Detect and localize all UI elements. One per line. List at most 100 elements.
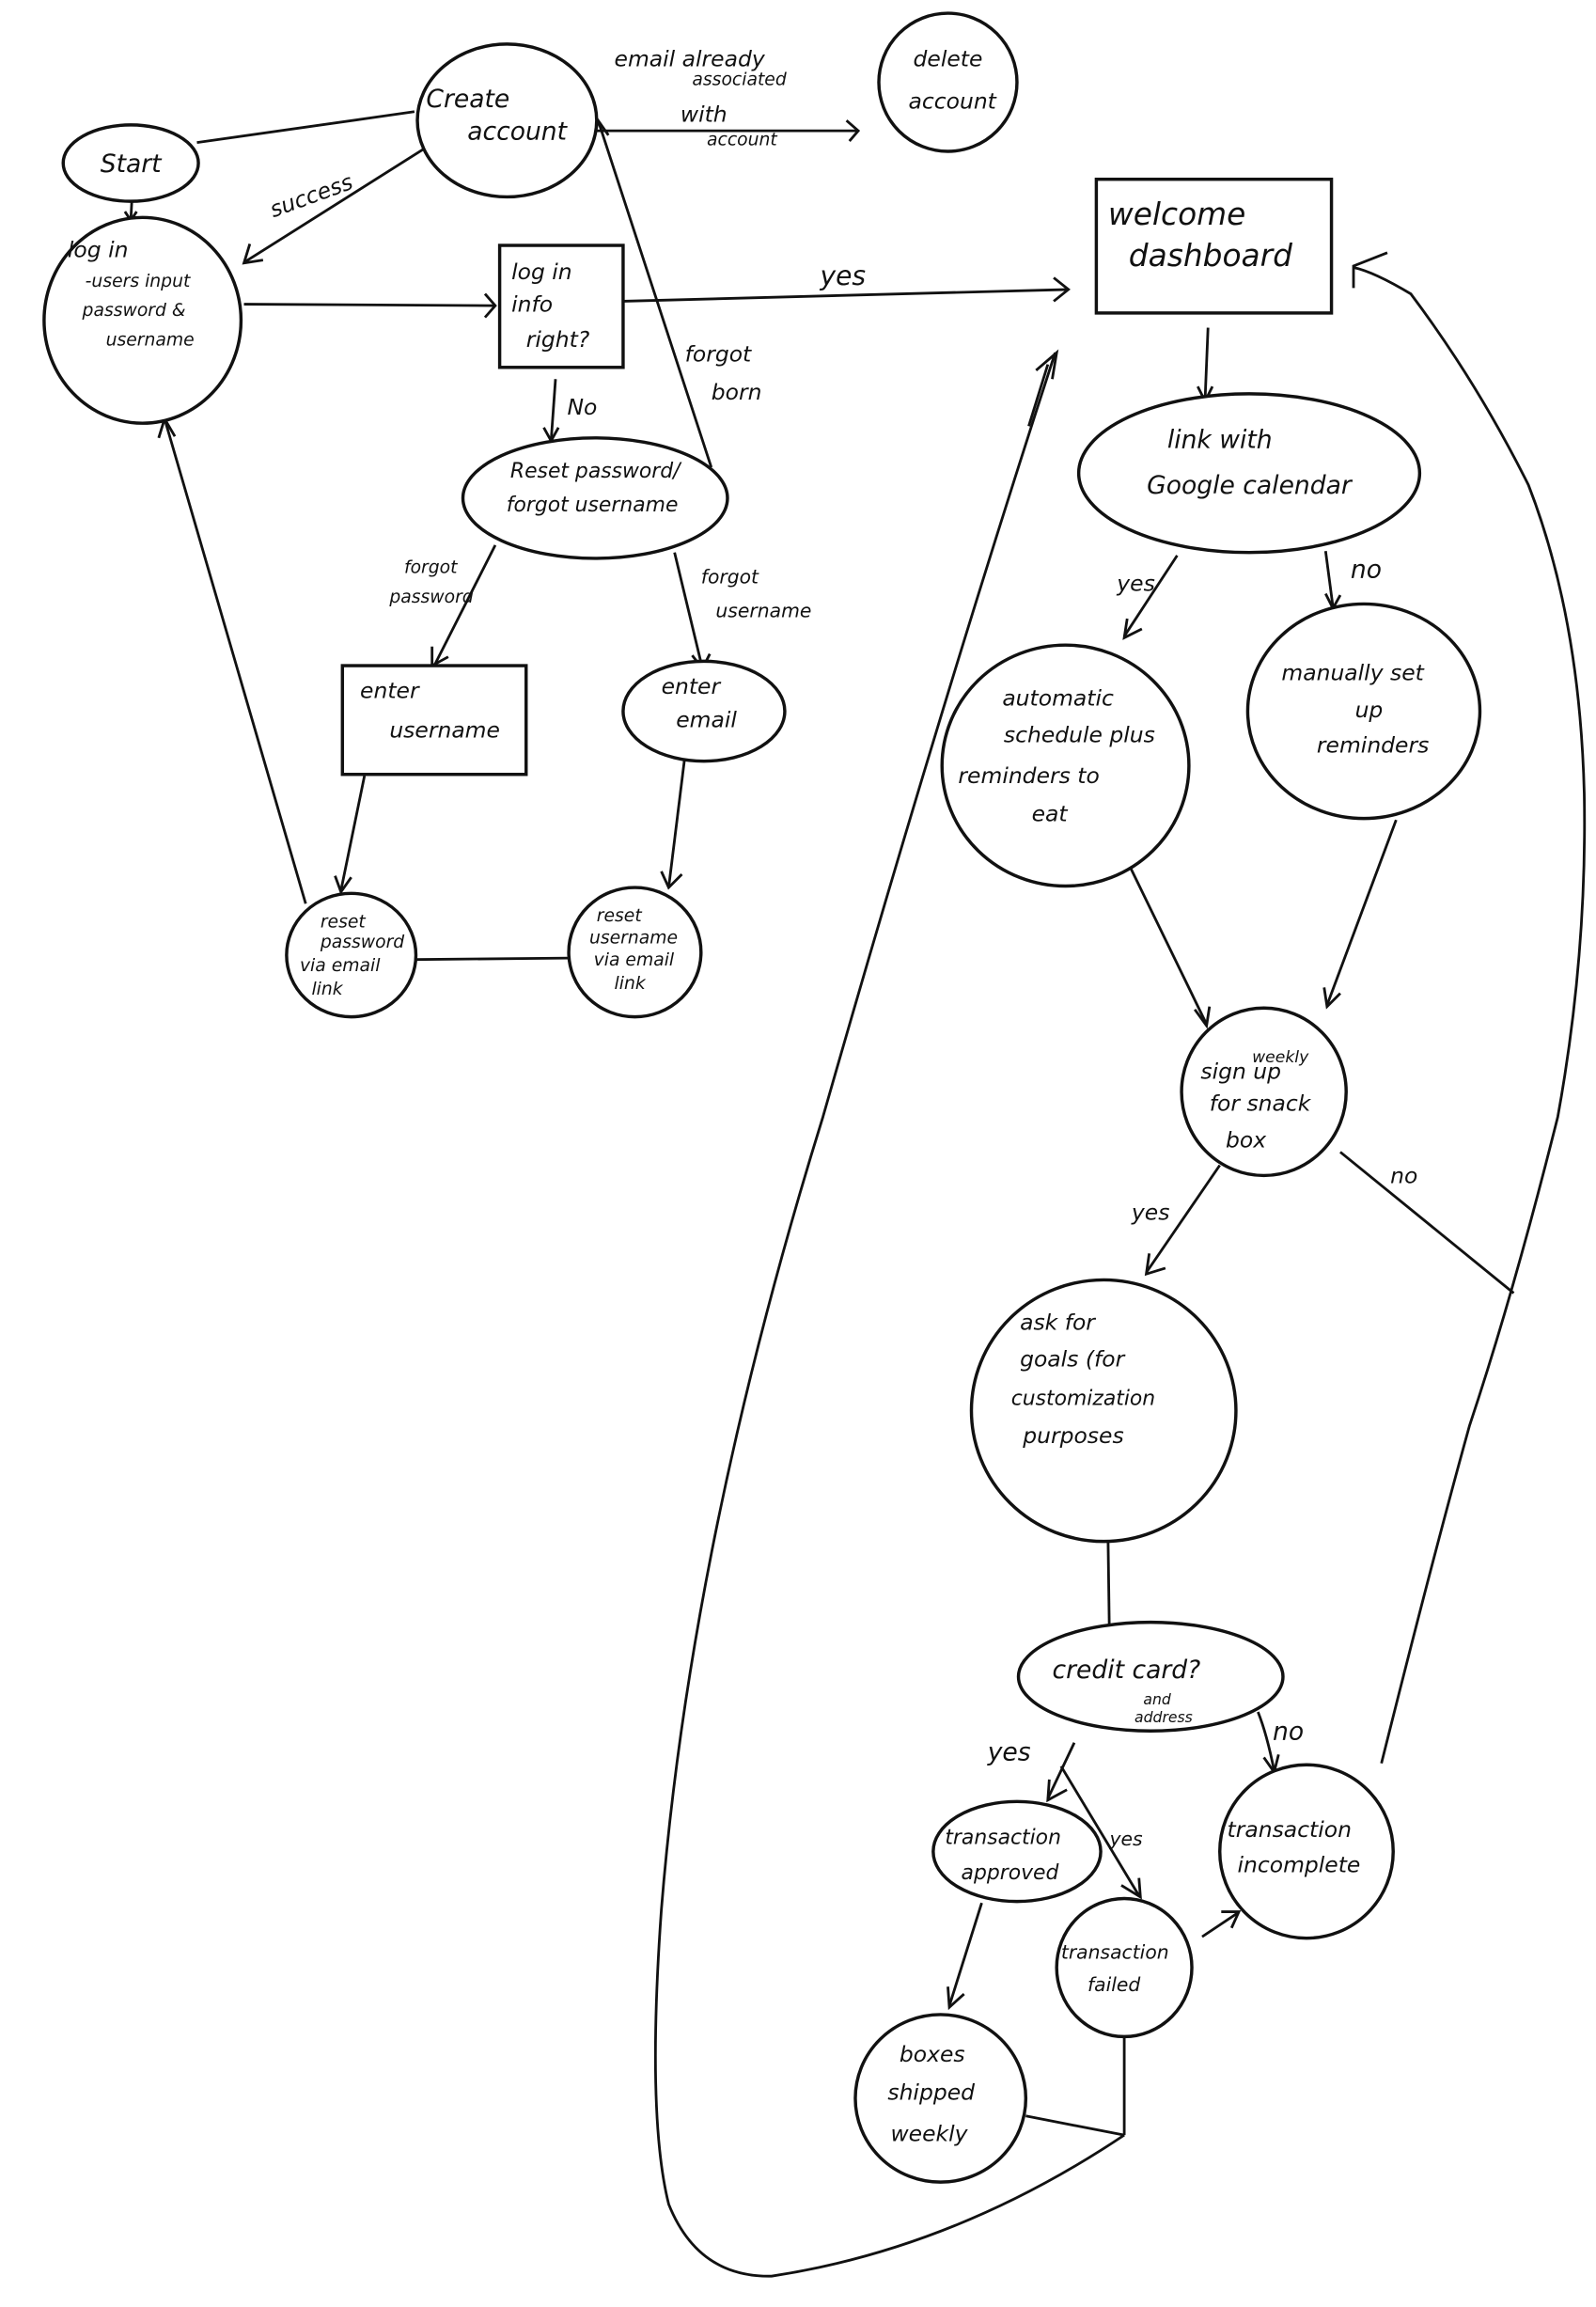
node-enter-email[interactable]: enter email — [621, 659, 787, 763]
node-sign-up-weekly-insert: weekly — [1252, 1048, 1309, 1067]
edge-label-email-associated: with — [681, 102, 728, 128]
node-credit-card-sub: address — [1134, 1708, 1193, 1726]
node-start[interactable]: Start — [61, 123, 200, 203]
node-failed-label: failed — [1087, 1973, 1140, 1996]
node-info-right-label: right? — [526, 326, 590, 353]
node-incomplete-label: incomplete — [1237, 1851, 1360, 1877]
node-boxes-label: boxes — [900, 2041, 965, 2067]
node-ask-goals-label: purposes — [1022, 1422, 1123, 1449]
node-enter-email-label: email — [676, 707, 737, 733]
node-enter-email-label: enter — [662, 673, 722, 699]
node-reset-username-link-label: via email — [594, 950, 675, 970]
edge-reset-enter-username — [433, 544, 497, 666]
arrowhead-icon — [1120, 1877, 1142, 1900]
node-ask-goals-label: goals (for — [1020, 1346, 1126, 1373]
edge-start-create-account — [196, 110, 415, 145]
node-info-right-label: log in — [511, 259, 572, 285]
edge-label-no-login: No — [568, 394, 598, 420]
edge-enter-username-reset-password-link — [339, 776, 367, 891]
node-automatic-schedule[interactable]: automatic schedule plus reminders to eat — [940, 643, 1191, 888]
node-info-right-label: info — [511, 290, 553, 317]
arrowhead-icon — [1194, 1006, 1212, 1029]
node-transaction-incomplete[interactable]: transaction incomplete — [1218, 1763, 1395, 1940]
node-log-in[interactable]: log in -users input password & username — [42, 215, 243, 425]
edge-label-forgot-password: forgot — [404, 558, 458, 578]
edge-reset-enter-email — [673, 552, 704, 669]
node-approved-label: transaction — [945, 1827, 1061, 1850]
arrowhead-icon — [1221, 1910, 1242, 1929]
node-automatic-label: reminders to — [958, 762, 1099, 789]
node-manual-reminders[interactable]: manually set up reminders — [1245, 602, 1482, 821]
node-log-in-label: password & — [82, 301, 186, 321]
node-sign-up-snack-box[interactable]: sign up weekly for snack box — [1180, 1006, 1348, 1178]
node-failed-label: transaction — [1061, 1941, 1169, 1964]
edge-label-cc-yes-2: yes — [1108, 1828, 1143, 1850]
arrowhead-icon — [334, 875, 352, 895]
node-transaction-approved[interactable]: transaction approved — [931, 1799, 1103, 1904]
edge-reset-create-account — [597, 119, 713, 468]
node-manual-label: manually set — [1281, 660, 1424, 686]
node-reset-password-link-label: via email — [300, 956, 381, 976]
node-log-in-label: -users input — [86, 272, 191, 291]
edge-label-success: success — [266, 168, 356, 223]
arrowhead-icon — [1046, 1779, 1068, 1803]
edge-label-forgot-born: forgot — [685, 341, 752, 368]
edge-info-right-welcome-dashboard — [622, 288, 1069, 303]
node-automatic-label: schedule plus — [1004, 721, 1155, 747]
edge-reset-password-link-log-in — [163, 418, 307, 904]
node-welcome-dashboard[interactable]: welcome dashboard — [1094, 177, 1334, 315]
node-boxes-label: weekly — [891, 2120, 969, 2146]
nodes: Start Create account delete account log … — [42, 11, 1482, 2184]
node-log-in-info-right[interactable]: log in info right? — [497, 243, 625, 369]
node-welcome-dashboard-label: welcome — [1108, 196, 1245, 232]
node-delete-account[interactable]: delete account — [877, 11, 1019, 153]
arrowhead-icon — [1144, 1253, 1166, 1277]
node-create-account[interactable]: Create account — [415, 42, 599, 199]
node-link-calendar-label: link with — [1167, 426, 1273, 455]
edge-label-forgot-username: forgot — [701, 566, 759, 589]
node-link-calendar-label: Google calendar — [1147, 471, 1353, 500]
node-enter-username[interactable]: enter username — [340, 664, 528, 777]
node-transaction-failed[interactable]: transaction failed — [1055, 1896, 1194, 2039]
node-welcome-dashboard-label: dashboard — [1129, 238, 1292, 274]
node-delete-account-label: account — [908, 88, 996, 115]
edge-create-account-log-in — [244, 147, 426, 263]
node-log-in-label: username — [106, 330, 195, 350]
node-reset-username-link[interactable]: reset username via email link — [567, 886, 703, 1019]
node-link-google-calendar[interactable]: link with Google calendar — [1076, 392, 1422, 555]
node-reset-password-link-label: link — [311, 980, 343, 999]
edge-automatic-sign-up — [1129, 866, 1208, 1026]
edge-reset-links — [414, 956, 570, 962]
node-sign-up-label: box — [1226, 1127, 1267, 1154]
edge-sign-up-ask-goals — [1145, 1164, 1221, 1274]
node-manual-label: up — [1355, 697, 1384, 723]
node-start-label: Start — [101, 149, 163, 179]
edge-failed-incomplete — [1201, 1911, 1239, 1938]
edge-label-forgot-born: born — [712, 379, 762, 405]
edge-label-calendar-yes: yes — [1116, 570, 1155, 596]
arrowhead-icon — [1122, 618, 1143, 640]
node-credit-card[interactable]: credit card? and address — [1016, 1620, 1285, 1734]
arrowhead-icon — [1352, 251, 1388, 289]
node-reset-password-link-label: reset — [321, 912, 367, 932]
node-reset-forgot[interactable]: Reset password/ forgot username — [461, 436, 729, 560]
node-boxes-shipped[interactable]: boxes shipped weekly — [853, 2013, 1028, 2184]
arrowhead-icon — [845, 119, 861, 142]
edge-loop-dashboard — [653, 352, 1125, 2278]
edge-boxes-join — [1025, 2114, 1125, 2137]
node-create-account-label: Create — [426, 85, 509, 114]
arrowhead-icon — [947, 1986, 965, 2011]
edge-sign-up-no — [1339, 1151, 1515, 1295]
edge-calendar-manual — [1323, 550, 1335, 607]
node-sign-up-label: sign up — [1200, 1058, 1281, 1084]
node-boxes-label: shipped — [887, 2079, 975, 2106]
node-reset-password-link[interactable]: reset password via email link — [285, 891, 418, 1019]
edge-credit-card-approved — [1046, 1742, 1076, 1799]
node-ask-goals[interactable]: ask for goals (for customization purpose… — [969, 1278, 1238, 1544]
edge-credit-card-failed — [1059, 1766, 1140, 1897]
arrowhead-icon — [660, 871, 683, 890]
edge-manual-sign-up — [1325, 819, 1398, 1006]
edge-label-email-associated: email already — [615, 45, 766, 71]
edge-label-forgot-password: password — [388, 588, 473, 607]
